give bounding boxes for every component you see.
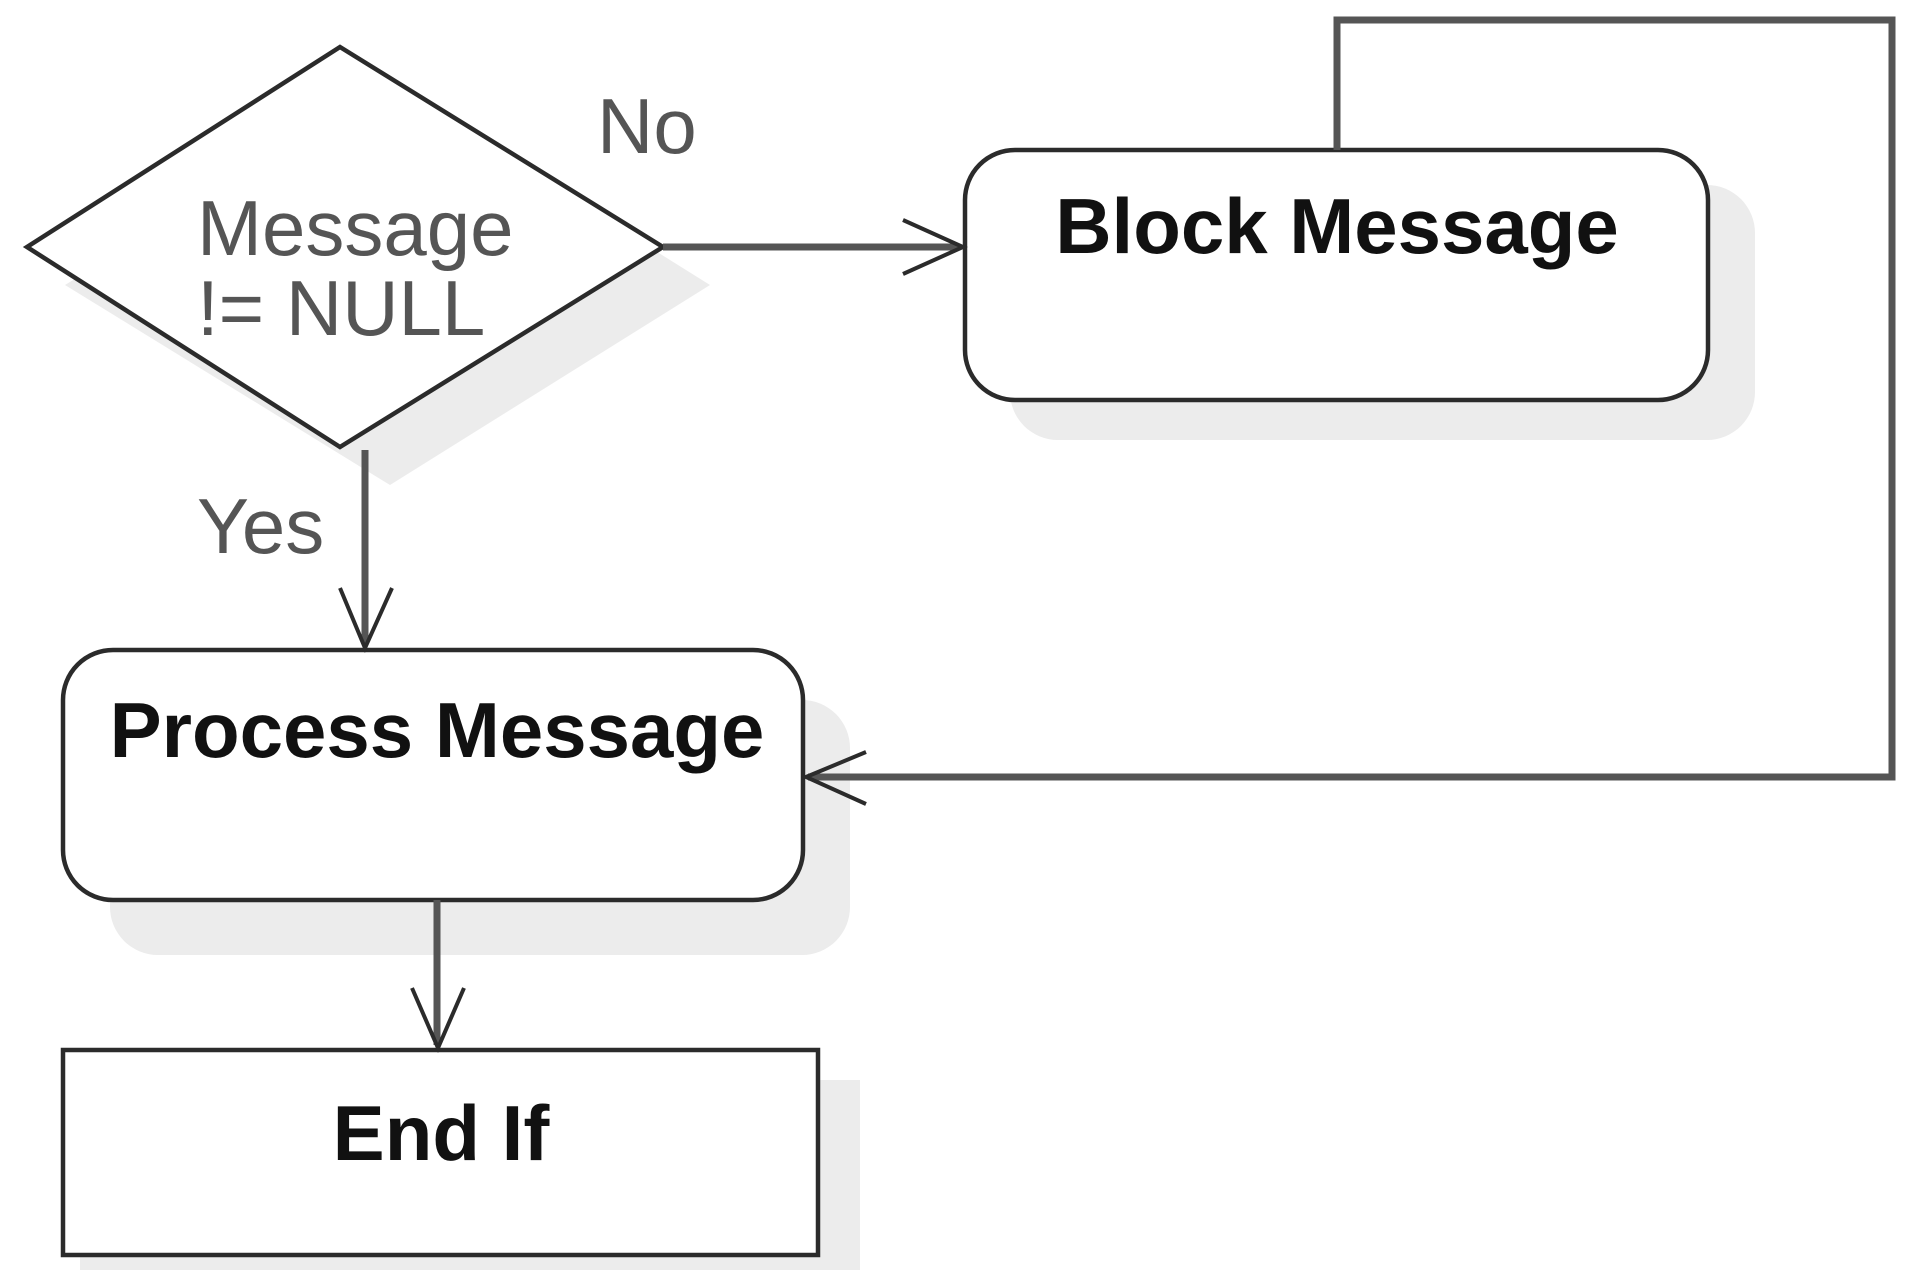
decision-node[interactable]: Message != NULL (22, 44, 668, 450)
decision-label-line1: Message (197, 184, 514, 272)
decision-label-line2: != NULL (197, 264, 485, 352)
block-message-label: Block Message (1055, 182, 1619, 270)
edge-no-label: No (597, 82, 697, 170)
process-message-node[interactable]: Process Message (60, 647, 806, 903)
edge-yes-arrowhead (338, 587, 394, 654)
edge-process-end (410, 900, 466, 1054)
block-message-node[interactable]: Block Message (962, 147, 1711, 403)
edge-yes-label: Yes (197, 482, 324, 570)
process-message-label: Process Message (110, 686, 765, 774)
end-if-box (60, 1047, 821, 1258)
process-message-box (60, 647, 806, 903)
edge-yes: Yes (197, 450, 394, 654)
edge-loop-arrowhead (800, 750, 867, 806)
edge-loop-line (808, 16, 1896, 781)
edge-process-end-arrowhead (410, 987, 466, 1054)
end-if-label: End If (333, 1089, 551, 1177)
edge-no-arrowhead (902, 218, 968, 276)
decision-diamond (22, 44, 668, 450)
edge-loop (800, 16, 1896, 806)
end-if-node[interactable]: End If (60, 1047, 821, 1258)
edge-no: No (597, 82, 968, 276)
